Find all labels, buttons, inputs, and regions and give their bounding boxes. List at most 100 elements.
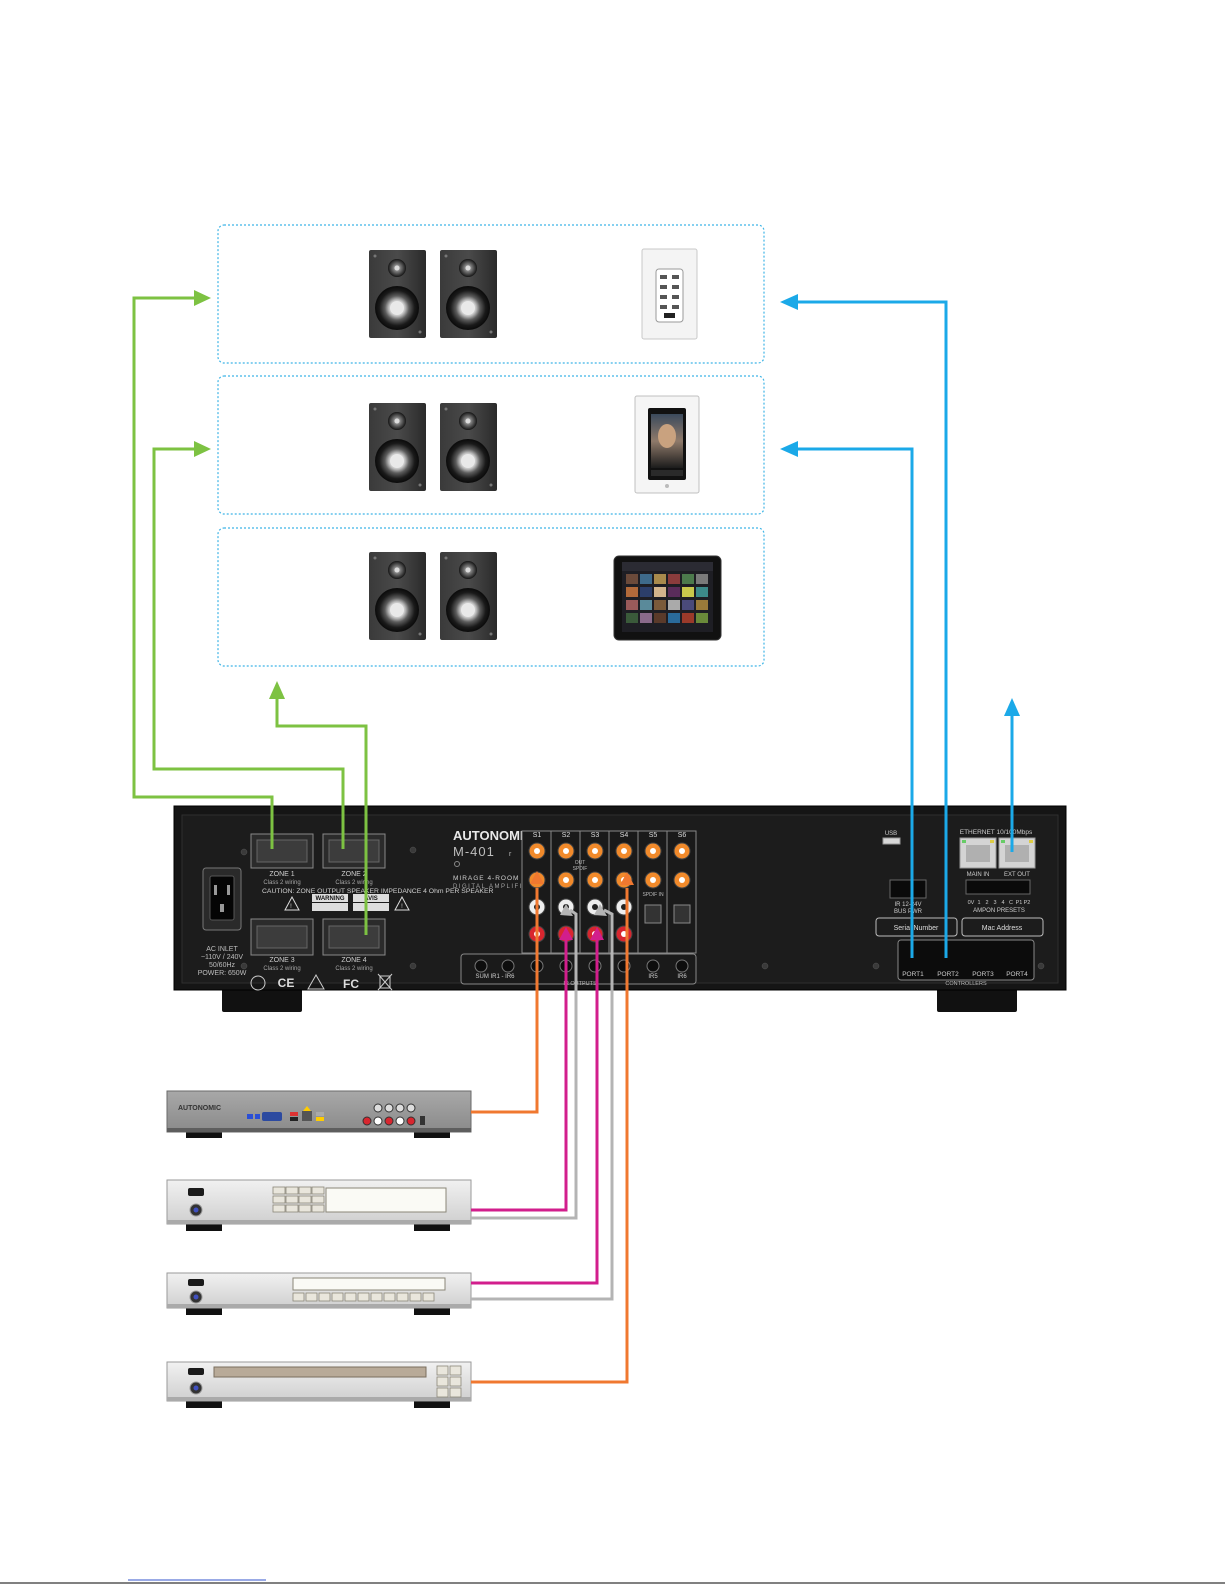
cable-gray-s2 — [471, 908, 578, 1220]
ampon-pin: 2 — [985, 900, 988, 906]
mac-address-label: Mac Address — [982, 925, 1023, 932]
source-label-s1: S1 — [533, 832, 542, 839]
usb-label: USB — [885, 831, 897, 837]
warning-label: WARNING — [316, 896, 345, 902]
cable-magenta-s3 — [471, 940, 599, 1285]
port3-label: PORT3 — [972, 971, 994, 978]
speaker-icon — [440, 250, 497, 338]
speaker-icon — [369, 403, 426, 491]
speaker-icon — [369, 552, 426, 640]
ampon-pin: 0V — [968, 900, 975, 906]
source-label-s2: S2 — [562, 832, 571, 839]
ampon-pin: P1 — [1016, 900, 1023, 906]
room-2-box — [217, 375, 765, 515]
room-1-box — [217, 224, 765, 364]
cable-magenta-s2 — [471, 940, 568, 1212]
source-component-1 — [166, 1179, 472, 1231]
ac-voltage-label: ~110V / 240V — [201, 954, 243, 961]
arrow-icons — [194, 290, 285, 699]
amplifier-line2: DIGITAL AMPLIFIER — [453, 884, 534, 890]
ac-frequency-label: 50/60Hz — [209, 962, 236, 969]
ac-power-label: POWER: 650W — [198, 970, 247, 977]
control-wires — [797, 300, 1014, 958]
ampon-label: AMPON PRESETS — [973, 908, 1025, 914]
spdif-in-label: SPDIF IN — [642, 892, 664, 898]
arrow-right-icon — [194, 290, 211, 306]
source-label-s3: S3 — [591, 832, 600, 839]
svg-text:!: ! — [290, 904, 292, 910]
arrow-left-icon — [780, 441, 798, 457]
zone-4-sub: Class 2 wiring — [335, 966, 372, 972]
zone-3-connector: ZONE 3 Class 2 wiring — [250, 918, 314, 972]
port4-label: PORT4 — [1006, 971, 1028, 978]
serial-number-box — [875, 917, 958, 937]
speaker-icon — [369, 250, 426, 338]
in-wall-touchscreen-icon — [634, 395, 700, 494]
ampon-terminal — [965, 879, 1031, 895]
source-inputs: S1 S2 S3 S4 S5 S6 — [521, 830, 697, 954]
ce-mark: CE — [278, 976, 295, 990]
room-3-box — [217, 527, 765, 667]
spdif-out-label: SPDIF — [573, 866, 588, 872]
certification-marks: CE FC — [250, 973, 393, 991]
controllers-label: CONTROLLERS — [945, 981, 987, 987]
source-label-s5: S5 — [649, 832, 658, 839]
ampon-pin: P2 — [1024, 900, 1031, 906]
source-label-s4: S4 — [620, 832, 629, 839]
zone-2-label: ZONE 2 — [341, 871, 366, 878]
warning-labels: ! WARNING AVIS ! — [284, 894, 410, 911]
speaker-wire-zone-1 — [132, 296, 274, 849]
ir-outputs: SUM IR1 - IR6 IR5 IR6 IR OUTPUTS — [460, 953, 697, 987]
caution-text: CAUTION: ZONE OUTPUT SPEAKER IMPEDANCE 4… — [262, 888, 493, 895]
speaker-wire-zone-4 — [275, 697, 368, 935]
speakers — [369, 250, 497, 640]
avis-label: AVIS — [364, 896, 378, 902]
ir5-label: IR5 — [648, 974, 658, 980]
ac-inlet-label: AC INLET — [206, 946, 238, 953]
control-wire-port2 — [797, 300, 948, 958]
cable-gray-s3 — [471, 908, 614, 1301]
ethernet-label: ETHERNET 10/100Mbps — [960, 829, 1033, 836]
zone-3-sub: Class 2 wiring — [263, 966, 300, 972]
bus-pwr-label-1: IR 12-24V — [894, 902, 921, 908]
out-label: OUT — [575, 860, 586, 866]
ampon-pin: C — [1009, 900, 1013, 906]
usb-port — [882, 837, 901, 845]
amplifier-foot — [937, 988, 1017, 1012]
arrow-icons — [530, 871, 634, 940]
arrow-up-icon — [530, 871, 544, 884]
amplifier-model-suffix: r — [509, 851, 512, 858]
arrow-up-icon — [620, 872, 634, 885]
amplifier-foot — [222, 988, 302, 1012]
arrow-up-icon — [269, 681, 285, 699]
ampon-pin: 3 — [993, 900, 996, 906]
zone-1-label: ZONE 1 — [269, 871, 294, 878]
server-brand: AUTONOMIC — [178, 1105, 221, 1112]
ampon-pin: 4 — [1001, 900, 1004, 906]
mac-address-box — [961, 917, 1044, 937]
speaker-wire-zone-2 — [152, 447, 345, 849]
speaker-icon — [440, 403, 497, 491]
arrow-up-icon — [594, 904, 607, 916]
wall-keypad-icon — [641, 248, 698, 340]
ir-sum-label: SUM IR1 - IR6 — [475, 974, 515, 980]
arrow-up-icon — [1004, 698, 1020, 716]
ampon-pin: 1 — [977, 900, 980, 906]
speaker-icon — [440, 552, 497, 640]
zone-1-connector: ZONE 1 Class 2 wiring — [250, 833, 314, 886]
media-server: AUTONOMIC — [166, 1090, 472, 1138]
arrow-up-icon — [560, 904, 573, 916]
amplifier-brand: AUTONOMIC — [453, 828, 534, 843]
zone-3-label: ZONE 3 — [269, 957, 294, 964]
arrow-left-icon — [780, 294, 798, 310]
amplifier-model: M-401 — [453, 844, 495, 859]
arrow-up-icon — [590, 927, 604, 940]
port1-label: PORT1 — [902, 971, 924, 978]
source-label-s6: S6 — [678, 832, 687, 839]
tablet-icon — [613, 555, 722, 641]
arrow-icons — [780, 294, 1020, 716]
zone-1-sub: Class 2 wiring — [263, 880, 300, 886]
bus-power-terminal — [889, 879, 927, 899]
zone-2-sub: Class 2 wiring — [335, 880, 372, 886]
